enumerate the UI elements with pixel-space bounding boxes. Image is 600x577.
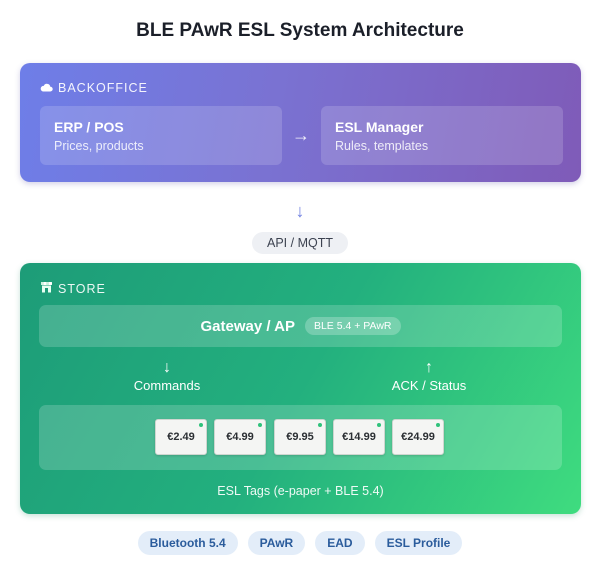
technology-pills: Bluetooth 5.4 PAwR EAD ESL Profile: [0, 531, 600, 555]
gateway-title: Gateway / AP: [200, 317, 295, 335]
erp-pos-subtitle: Prices, products: [54, 139, 144, 153]
esl-tag-price: €9.95: [286, 431, 314, 443]
erp-pos-card: ERP / POS Prices, products: [40, 106, 282, 165]
store-section: STORE Gateway / AP BLE 5.4 + PAwR ↓ Comm…: [20, 263, 581, 514]
status-dot-icon: [258, 423, 262, 427]
ack-status-flow: ↑ ACK / Status: [364, 359, 494, 394]
esl-tags-area: €2.49 €4.99 €9.95 €14.99 €24.99: [39, 405, 562, 470]
esl-manager-card: ESL Manager Rules, templates: [321, 106, 563, 165]
arrow-down-icon: ↓: [163, 359, 171, 376]
esl-tag: €2.49: [155, 419, 207, 455]
pill-bluetooth: Bluetooth 5.4: [137, 531, 238, 555]
store-label: STORE: [58, 281, 106, 296]
store-header: STORE: [40, 281, 106, 296]
esl-tag: €14.99: [333, 419, 385, 455]
commands-label: Commands: [133, 378, 201, 393]
backoffice-header: BACKOFFICE: [40, 81, 148, 95]
status-dot-icon: [436, 423, 440, 427]
esl-tag: €9.95: [274, 419, 326, 455]
cloud-icon: [40, 81, 53, 95]
arrow-up-icon: ↑: [425, 359, 433, 376]
esl-tag-price: €24.99: [401, 431, 435, 443]
store-icon: [40, 281, 53, 296]
pill-ead: EAD: [315, 531, 365, 555]
status-dot-icon: [199, 423, 203, 427]
status-dot-icon: [318, 423, 322, 427]
esl-tag: €24.99: [392, 419, 444, 455]
gateway-box: Gateway / AP BLE 5.4 + PAwR: [39, 305, 562, 347]
gateway-badge: BLE 5.4 + PAwR: [304, 317, 401, 335]
esl-manager-title: ESL Manager: [335, 119, 424, 135]
api-mqtt-badge: API / MQTT: [252, 232, 348, 254]
arrow-down-icon: ↓: [295, 201, 305, 221]
backoffice-section: BACKOFFICE ERP / POS Prices, products → …: [20, 63, 581, 182]
arrow-right-icon: →: [292, 125, 310, 145]
pill-esl-profile: ESL Profile: [374, 531, 463, 555]
esl-tag-price: €14.99: [342, 431, 376, 443]
esl-tags-caption: ESL Tags (e-paper + BLE 5.4): [217, 484, 384, 498]
backoffice-label: BACKOFFICE: [58, 81, 148, 95]
esl-tag-price: €4.99: [226, 431, 254, 443]
commands-flow: ↓ Commands: [102, 359, 232, 394]
erp-pos-title: ERP / POS: [54, 119, 124, 135]
ack-status-label: ACK / Status: [391, 378, 467, 393]
diagram-title: BLE PAwR ESL System Architecture: [136, 20, 464, 41]
esl-tag: €4.99: [214, 419, 266, 455]
esl-manager-subtitle: Rules, templates: [335, 139, 429, 153]
esl-tag-price: €2.49: [167, 431, 195, 443]
pill-pawr: PAwR: [247, 531, 306, 555]
status-dot-icon: [377, 423, 381, 427]
